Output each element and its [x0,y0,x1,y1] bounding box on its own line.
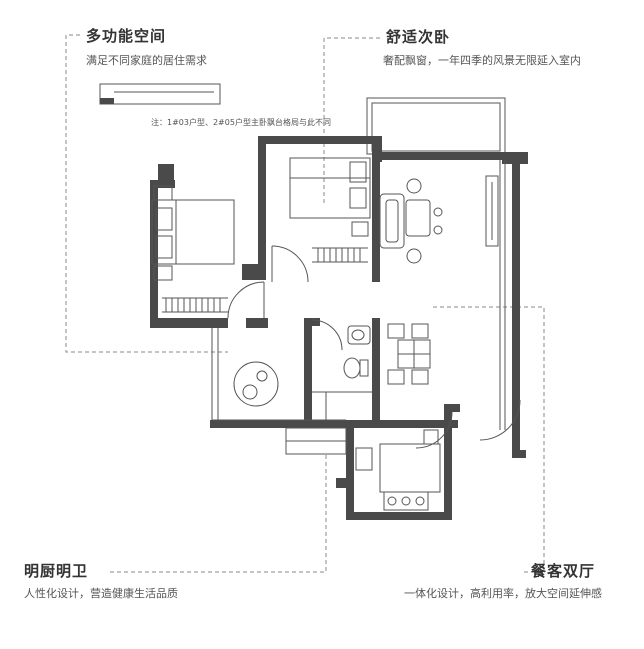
wall-bath-left [304,318,312,428]
leader-bed2 [323,37,380,205]
wall-kitchen-left [346,420,354,520]
door-bath [311,319,343,351]
leader-living [430,306,545,573]
leader-kitchen [110,455,327,573]
living-sofa [379,175,499,264]
wall-bed2-top [258,136,378,144]
wall-bath-right [372,318,380,428]
callout-living-desc: 一体化设计，高利用率，放大空间延伸感 [404,587,602,600]
leader-multi [65,34,228,353]
door-bed2 [271,245,309,283]
wall-master-bottom [150,318,228,328]
door-balcony-living [479,399,521,441]
balcony [366,97,506,155]
callout-kitchen-title: 明厨明卫 [24,562,89,580]
callout-multi-title: 多功能空间 [86,27,167,45]
door-master [227,281,265,319]
bed2-wardrobe-hatch [317,248,361,262]
wall-kitchen-right [444,408,452,520]
layout-note: 注：1#03户型、2#05户型主卧飘台格局与此不同 [151,118,331,127]
wall-master-left [150,180,158,328]
multi-round-table [233,361,279,407]
wall-master-top [150,180,175,188]
dining-table [387,323,431,385]
bay-window-symbol [99,83,221,105]
callout-bed2-title: 舒适次卧 [386,28,451,46]
thin-lines [211,160,521,455]
callout-living-title: 餐客双厅 [531,562,596,580]
callout-kitchen-desc: 人性化设计，营造健康生活品质 [24,587,178,600]
callout-bed2-desc: 奢配飘窗，一年四季的风景无限延入室内 [383,54,581,67]
kitchen-fixtures [355,429,441,511]
bed2-bed [289,157,371,263]
master-bed [151,185,235,313]
walls [150,136,528,520]
wall-living-right [512,160,520,456]
master-wardrobe-hatch [165,298,221,312]
callout-multi-desc: 满足不同家庭的居住需求 [86,54,207,67]
wall-master-bed2 [258,136,266,280]
door-kitchen [415,411,453,449]
wall-kitchen-bottom [346,512,452,520]
bathroom-fixtures [312,325,372,420]
leader-lines [65,34,545,573]
